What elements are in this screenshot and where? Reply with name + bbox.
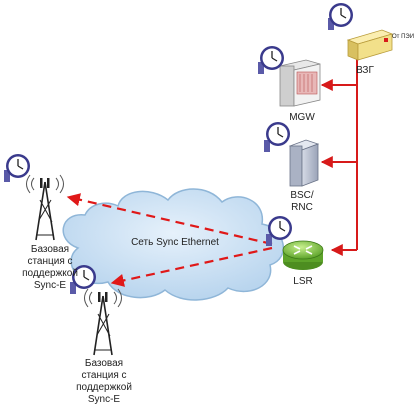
mgw-label: MGW	[289, 112, 315, 123]
vzg-input-label: От ПЭИ	[392, 34, 415, 40]
bs2-label: Базовая станция с поддержкой Sync-E	[76, 358, 132, 405]
vzg-label: ВЗГ	[356, 65, 374, 76]
bs2-tower-icon	[84, 288, 122, 356]
bs1-clock-icon	[4, 154, 30, 182]
bsc-label: BSC/ RNC	[290, 190, 314, 213]
bs1-tower-icon	[26, 174, 64, 241]
lsr-to-bs2-link	[110, 246, 273, 287]
network-label: Сеть Sync Ethernet	[131, 237, 219, 248]
lsr-clock-icon	[266, 216, 292, 246]
lsr-to-bs1-link	[66, 193, 273, 246]
bs2-clock-icon	[70, 265, 96, 294]
mgw-device	[279, 59, 321, 107]
mgw-clock-icon	[258, 46, 284, 74]
dashed-links	[66, 193, 273, 287]
solid-links	[320, 49, 370, 256]
lsr-router-icon	[282, 240, 324, 270]
vzg-clock-icon	[328, 3, 353, 30]
bsc-clock-icon	[264, 122, 290, 152]
bs1-label: Базовая станция с поддержкой Sync-E	[22, 244, 78, 291]
vzg-device	[346, 29, 394, 61]
lsr-label: LSR	[293, 276, 313, 287]
bsc-device	[288, 139, 320, 187]
